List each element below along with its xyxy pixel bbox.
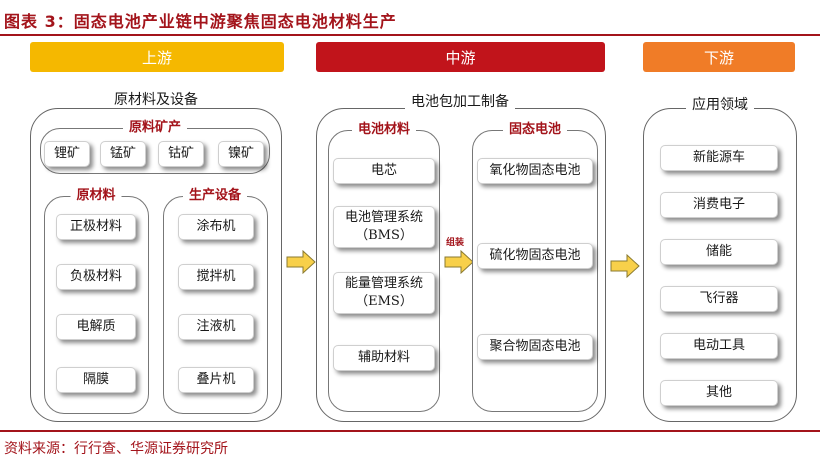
midstream-banner: 中游: [316, 42, 605, 72]
raw-material-electrolyte: 电解质: [56, 314, 136, 340]
battery-auxiliary: 辅助材料: [333, 345, 435, 371]
mineral-manganese: 锰矿: [100, 141, 146, 167]
battery-ems: 能量管理系统 （EMS）: [333, 272, 435, 314]
page-title: 图表 3：固态电池产业链中游聚焦固态电池材料生产: [4, 12, 397, 31]
mineral-cobalt: 钴矿: [158, 141, 204, 167]
raw-material-cathode: 正极材料: [56, 214, 136, 240]
solid-state-polymer: 聚合物固态电池: [477, 334, 593, 360]
solid-state-sulfide: 硫化物固态电池: [477, 243, 593, 269]
raw-material-anode: 负极材料: [56, 264, 136, 290]
application-consumer-electronics: 消费电子: [660, 192, 778, 218]
application-energy-storage: 储能: [660, 239, 778, 265]
battery-cell: 电芯: [333, 158, 435, 184]
equipment-group-title: 生产设备: [182, 188, 248, 204]
application-nev: 新能源车: [660, 145, 778, 171]
equipment-mixer: 搅拌机: [178, 264, 254, 290]
application-others: 其他: [660, 380, 778, 406]
source-note: 资料来源：行行查、华源证券研究所: [4, 441, 228, 457]
raw-materials-group-title: 原材料: [70, 188, 122, 204]
application-power-tools: 电动工具: [660, 333, 778, 359]
equipment-coater: 涂布机: [178, 214, 254, 240]
battery-bms: 电池管理系统 （BMS）: [333, 206, 435, 248]
downstream-panel-title: 应用领域: [686, 97, 754, 113]
equipment-injector: 注液机: [178, 314, 254, 340]
upstream-panel-title: 原材料及设备: [108, 92, 204, 108]
raw-material-separator: 隔膜: [56, 367, 136, 393]
minerals-group-title: 原料矿产: [122, 120, 188, 136]
solid-state-oxide: 氧化物固态电池: [477, 158, 593, 184]
assembly-arrow-icon: [444, 250, 474, 274]
upstream-banner: 上游: [30, 42, 284, 72]
equipment-stacker: 叠片机: [178, 367, 254, 393]
downstream-banner: 下游: [643, 42, 795, 72]
arrow-right-icon: [610, 254, 640, 278]
solid-state-group-title: 固态电池: [502, 122, 568, 138]
arrow-right-icon: [286, 250, 316, 274]
bottom-divider: [0, 430, 820, 432]
mineral-nickel: 镍矿: [218, 141, 264, 167]
midstream-panel-title: 电池包加工制备: [405, 94, 515, 110]
assembly-label: 组装: [446, 238, 465, 248]
top-divider: [0, 34, 820, 36]
battery-materials-group-title: 电池材料: [351, 122, 417, 138]
application-aircraft: 飞行器: [660, 286, 778, 312]
mineral-lithium: 锂矿: [44, 141, 90, 167]
